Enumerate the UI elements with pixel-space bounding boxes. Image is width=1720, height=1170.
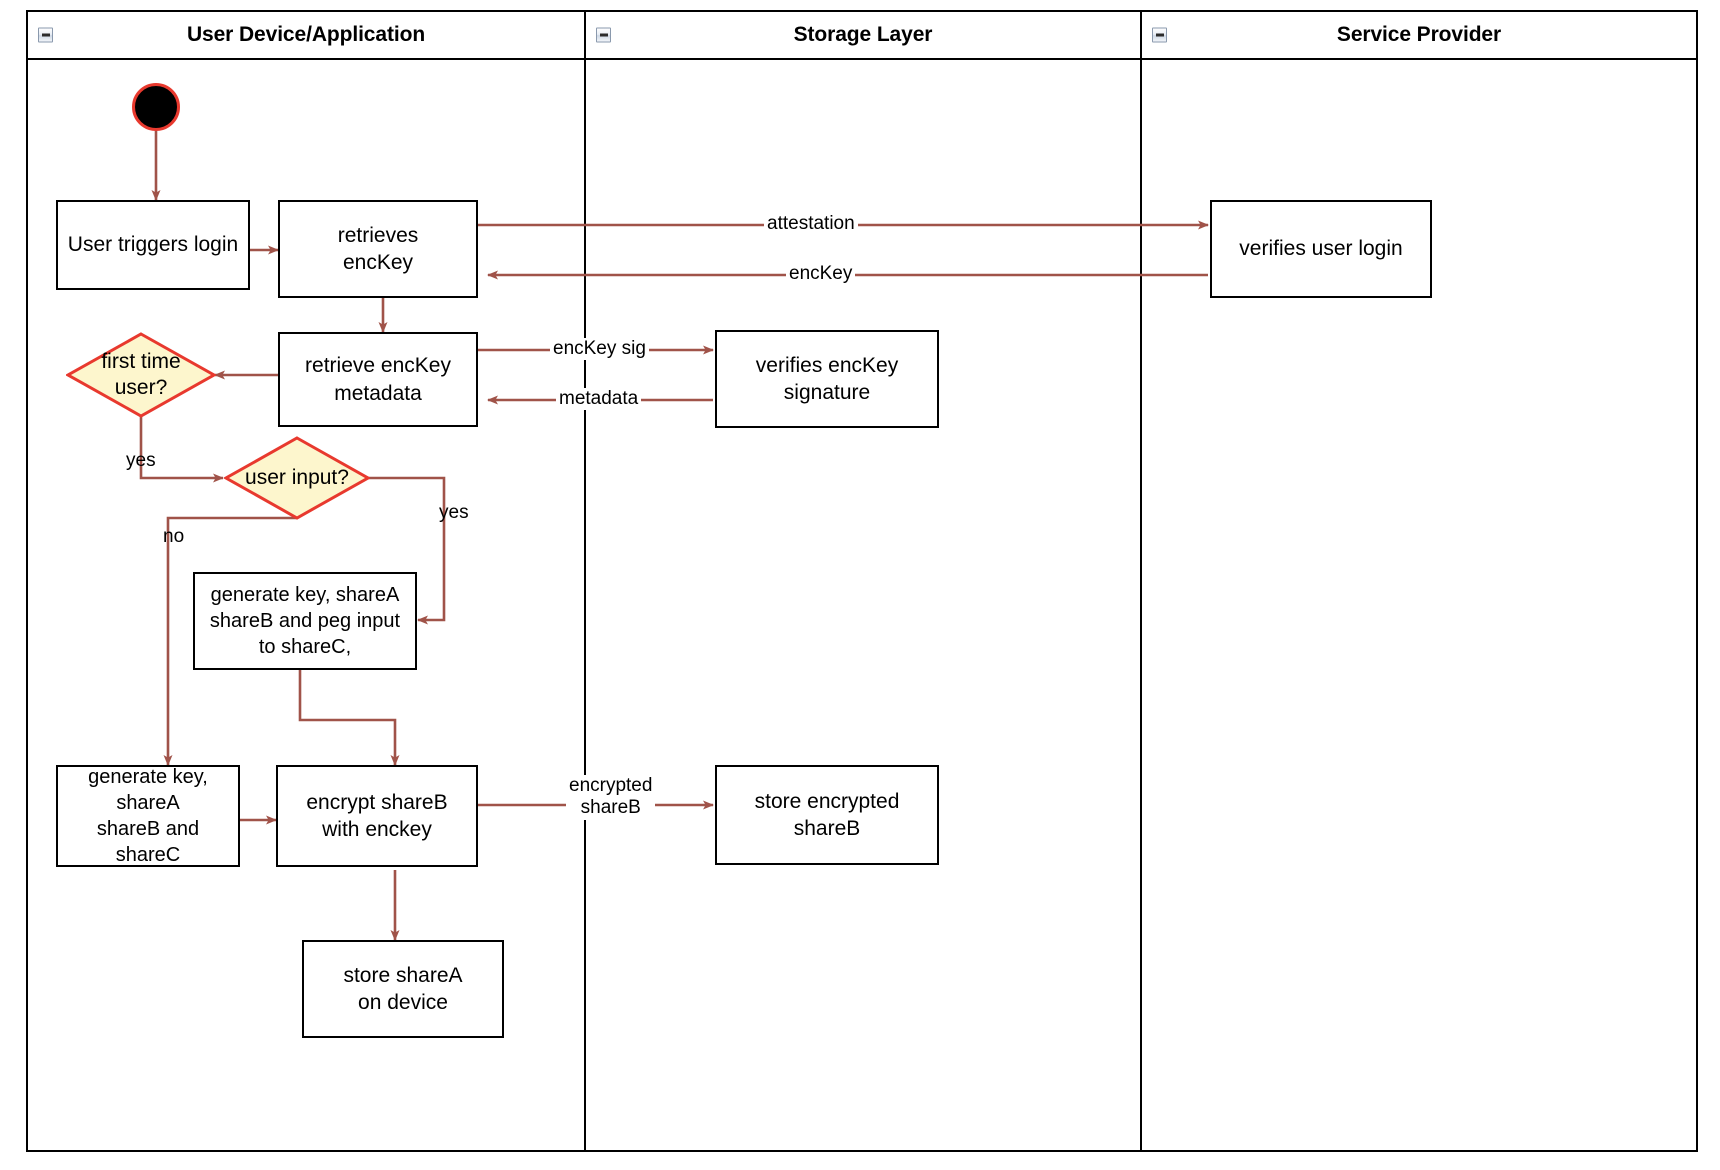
activity-retrieve-enckey-metadata[interactable]: retrieve encKey metadata xyxy=(278,332,478,427)
activity-label: User triggers login xyxy=(67,233,239,257)
activity-label: verifies encKey signature xyxy=(755,353,899,404)
lane-header-storage-layer[interactable]: Storage Layer xyxy=(586,12,1140,58)
activity-verifies-enckey-signature[interactable]: verifies encKey signature xyxy=(715,330,939,428)
lane-divider-1 xyxy=(584,12,586,1150)
diamond-shape xyxy=(66,332,216,418)
minus-icon[interactable] xyxy=(38,27,53,43)
diagram-frame: User Device/Application Storage Layer Se… xyxy=(26,10,1698,1152)
lane-header-user-device[interactable]: User Device/Application xyxy=(28,12,584,58)
activity-store-encrypted-shareb[interactable]: store encrypted shareB xyxy=(715,765,939,865)
activity-encrypt-shareb[interactable]: encrypt shareB with enckey xyxy=(276,765,478,867)
activity-label: generate key, shareA shareB and peg inpu… xyxy=(209,584,401,658)
activity-user-triggers-login[interactable]: User triggers login xyxy=(56,200,250,290)
activity-label: store shareA on device xyxy=(343,963,463,1014)
lane-title-service-provider: Service Provider xyxy=(1336,23,1502,46)
activity-store-sharea[interactable]: store shareA on device xyxy=(302,940,504,1038)
activity-generate-peg[interactable]: generate key, shareA shareB and peg inpu… xyxy=(193,572,417,670)
activity-label: encrypt shareB with enckey xyxy=(306,790,448,841)
lane-title-user-device: User Device/Application xyxy=(186,23,426,46)
decision-first-time-user[interactable]: first time user? xyxy=(66,332,216,418)
activity-retrieves-enckey[interactable]: retrieves encKey xyxy=(278,200,478,298)
lane-divider-2 xyxy=(1140,12,1142,1150)
edge-label-user-input-yes: yes xyxy=(439,502,469,523)
edge-label-enckey: encKey xyxy=(786,263,856,286)
initial-node[interactable] xyxy=(132,83,180,131)
activity-verifies-user-login[interactable]: verifies user login xyxy=(1210,200,1432,298)
lane-header-service-provider[interactable]: Service Provider xyxy=(1142,12,1696,58)
lane-body: User triggers login retrieves encKey ret… xyxy=(28,60,1696,1150)
edge-label-encrypted-shareb: encrypted shareB xyxy=(566,775,656,820)
activity-label: retrieves encKey xyxy=(337,223,419,274)
edge-label-first-time-yes: yes xyxy=(126,450,156,471)
edge-label-user-input-no: no xyxy=(163,526,185,547)
activity-label: store encrypted shareB xyxy=(754,789,900,840)
minus-icon[interactable] xyxy=(1152,27,1167,43)
diamond-shape xyxy=(224,436,370,520)
decision-user-input[interactable]: user input? xyxy=(224,436,370,520)
edge-label-metadata: metadata xyxy=(556,388,642,411)
activity-label: retrieve encKey metadata xyxy=(305,354,451,405)
activity-label: generate key, shareA shareB and shareC xyxy=(88,766,208,866)
activity-label: verifies user login xyxy=(1239,237,1403,261)
edge-label-attestation: attestation xyxy=(764,213,858,236)
lane-header-row: User Device/Application Storage Layer Se… xyxy=(28,12,1696,60)
activity-generate-shares[interactable]: generate key, shareA shareB and shareC xyxy=(56,765,240,867)
lane-title-storage-layer: Storage Layer xyxy=(793,23,933,46)
minus-icon[interactable] xyxy=(596,27,611,43)
edge-label-enckey-sig: encKey sig xyxy=(550,338,649,361)
